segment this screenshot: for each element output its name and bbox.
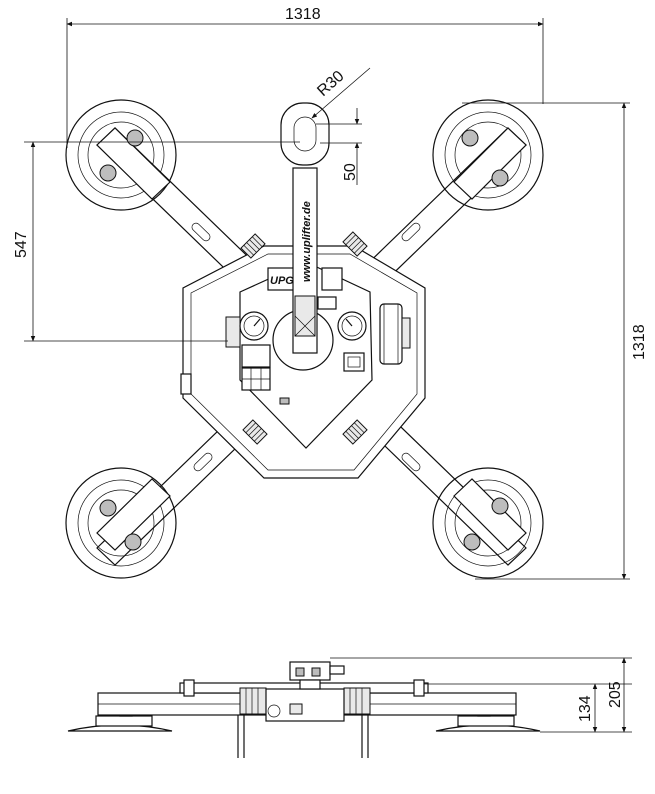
dimension-height: 1318	[462, 102, 648, 580]
side-eye-mount	[289, 661, 345, 690]
suction-pad-top-left	[65, 99, 177, 211]
side-legs	[237, 715, 369, 758]
side-view	[67, 661, 541, 758]
suction-pad-top-right	[432, 99, 544, 211]
dimension-left-offset: 547	[13, 141, 300, 342]
side-pad-left	[67, 701, 173, 732]
top-view: UPG www.uplifter.de	[65, 99, 544, 579]
dimension-width: 1318	[66, 6, 544, 148]
side-cylinder	[379, 303, 411, 365]
brand-url: www.uplifter.de	[301, 201, 313, 282]
dim-width-label: 1318	[285, 6, 321, 23]
frame-bracket	[180, 373, 192, 395]
brand-logo: UPG	[270, 275, 294, 287]
spring-valves	[240, 231, 368, 445]
gauge-left	[225, 311, 269, 348]
dim-radius-label: R30	[314, 68, 347, 100]
logo-block: UPG	[267, 267, 299, 291]
suction-pad-bottom-right	[432, 467, 544, 579]
control-panel	[241, 267, 365, 405]
side-housing	[265, 688, 345, 722]
gauge-right	[337, 311, 367, 341]
dim-eye-offset-label: 50	[342, 163, 359, 181]
dim-height-label: 1318	[631, 324, 648, 360]
lifting-beam: www.uplifter.de	[292, 167, 318, 354]
side-springs	[239, 687, 371, 715]
dim-left-label: 547	[13, 231, 30, 258]
suction-pad-bottom-left	[65, 467, 177, 579]
lifting-eye	[280, 102, 330, 166]
dimension-side: 134 205	[330, 657, 632, 733]
dim-side-high-label: 205	[607, 681, 624, 708]
dim-side-low-label: 134	[577, 695, 594, 722]
